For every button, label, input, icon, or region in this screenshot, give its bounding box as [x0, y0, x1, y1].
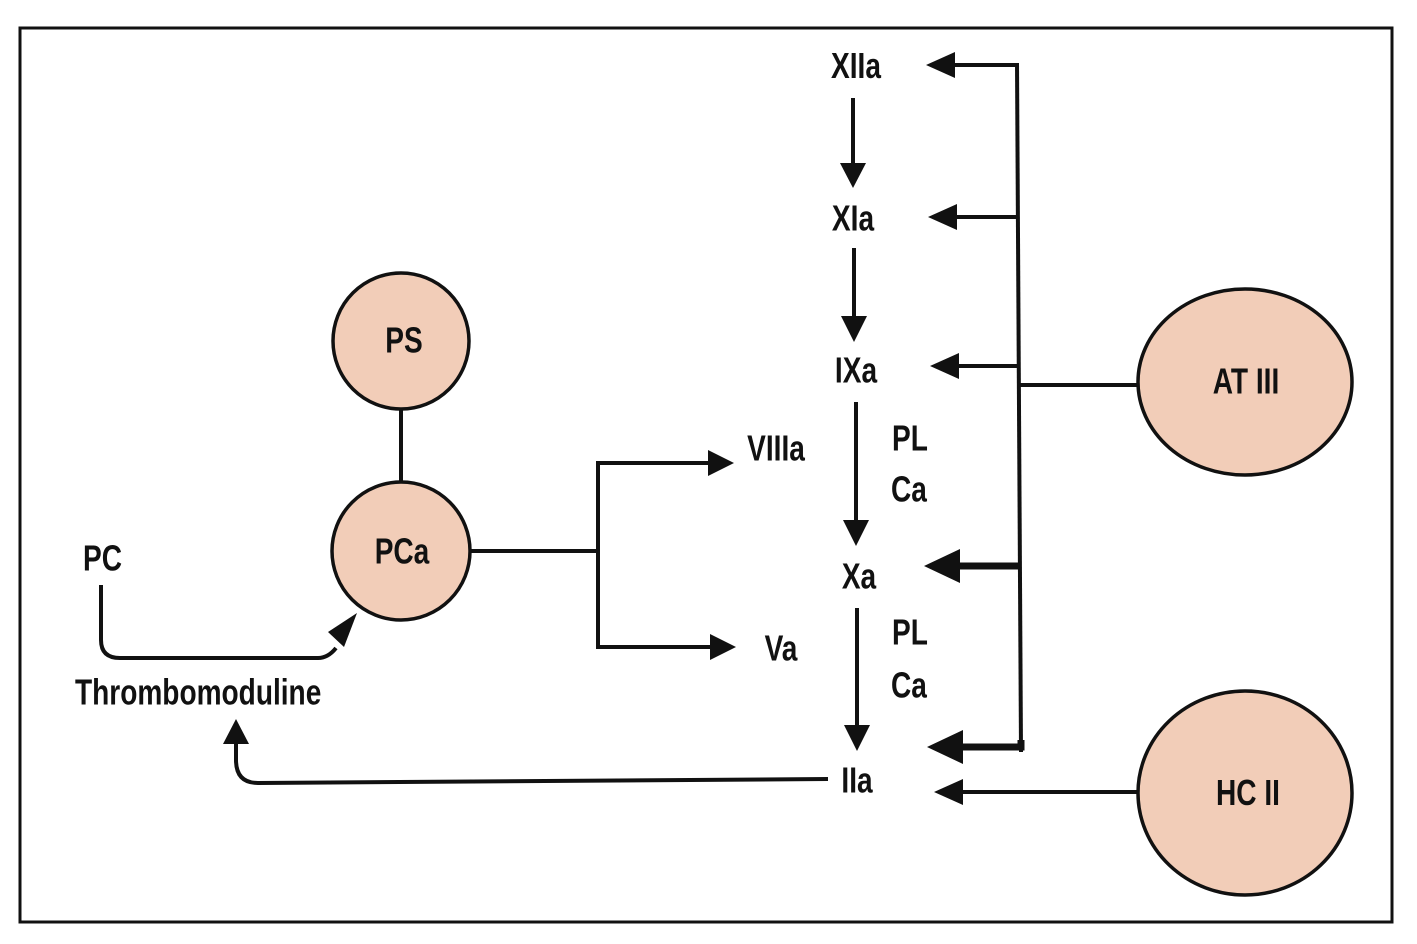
factor-xiia: XIIa	[831, 46, 882, 86]
edge-hc2-to-iia	[934, 779, 1140, 805]
edge-xia-to-ixa	[841, 248, 867, 342]
edge-ixa-to-xa	[843, 402, 869, 546]
node-hc2: HC II	[1136, 689, 1354, 897]
node-hc2-label: HC II	[1216, 773, 1280, 813]
edge-pc-to-pca	[99, 585, 357, 660]
factor-xia: XIa	[832, 198, 875, 238]
edge-xa-to-iia	[844, 608, 870, 751]
label-thrombomoduline: Thrombomoduline	[75, 672, 321, 712]
node-ps: PS	[331, 271, 471, 411]
cofactor-ca-1: Ca	[891, 469, 928, 509]
edge-at3-to-xiia	[926, 52, 1017, 78]
edge-xiia-to-xia	[840, 98, 866, 188]
edge-pca-to-viiia	[596, 450, 734, 476]
node-at3: AT III	[1136, 287, 1354, 477]
cofactor-pl-2: PL	[892, 612, 928, 652]
edge-at3-to-xa	[924, 549, 1020, 583]
factor-xa: Xa	[842, 556, 877, 596]
cofactor-pl-1: PL	[892, 418, 928, 458]
at3-inhibition-bus	[1015, 62, 1138, 753]
factor-va: Va	[765, 628, 799, 668]
factor-viiia: VIIIa	[747, 428, 806, 468]
factor-ixa: IXa	[835, 350, 878, 390]
node-pca-label: PCa	[375, 531, 431, 571]
node-at3-label: AT III	[1213, 361, 1280, 401]
edge-at3-to-xia	[928, 204, 1018, 230]
pca-inactivation-fork	[470, 462, 600, 648]
cofactor-ca-2: Ca	[891, 665, 928, 705]
label-pc: PC	[83, 538, 122, 578]
edge-at3-to-iia	[927, 730, 1025, 764]
edge-at3-to-ixa	[930, 353, 1019, 379]
edge-iia-to-thrombomoduline	[223, 719, 829, 786]
node-pca: PCa	[330, 480, 472, 622]
node-ps-label: PS	[385, 320, 422, 360]
edge-pca-to-va	[596, 634, 736, 660]
diagram-frame	[18, 26, 1394, 924]
factor-iia: IIa	[841, 760, 873, 800]
